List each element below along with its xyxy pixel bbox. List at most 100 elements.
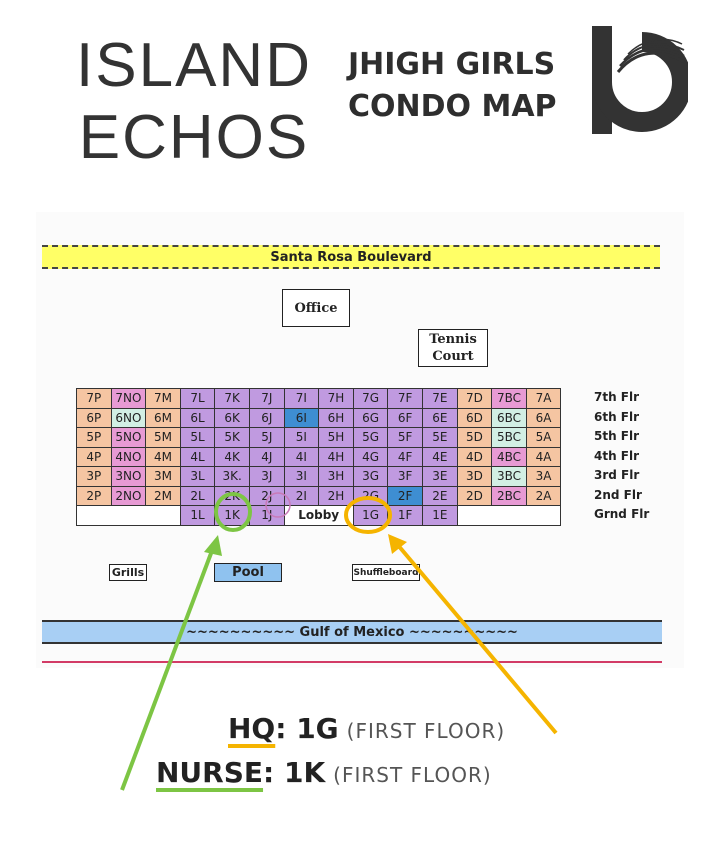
floor-label: Grnd Flr <box>594 507 650 521</box>
floor-label: 6th Flr <box>594 409 640 424</box>
grills-area: Grills <box>109 564 147 581</box>
unit-4m: 4M <box>145 446 181 467</box>
tennis-label-line-1: Tennis <box>429 332 477 347</box>
unit-3bc: 3BC <box>491 466 527 487</box>
unit-6bc: 6BC <box>491 407 527 428</box>
unit-3l: 3L <box>179 466 216 487</box>
unit-2f: 2F <box>387 485 423 506</box>
unit-3no: 3NO <box>110 466 147 487</box>
unit-6a: 6A <box>525 407 562 428</box>
unit-1l: 1L <box>179 505 216 526</box>
tennis-court: Tennis Court <box>418 329 488 367</box>
tennis-label-line-2: Court <box>432 349 474 364</box>
floor-label: 7th Flr <box>594 390 640 404</box>
ground-empty-right <box>456 505 562 526</box>
unit-7a: 7A <box>525 388 562 409</box>
unit-7no: 7NO <box>110 388 147 409</box>
map-title: JHIGH GIRLS CONDO MAP <box>348 44 557 128</box>
unit-6m: 6M <box>145 407 181 428</box>
unit-2j: 2J <box>249 485 285 506</box>
unit-4h: 4H <box>318 446 354 467</box>
unit-4p: 4P <box>76 446 112 467</box>
unit-5p: 5P <box>76 427 112 448</box>
unit-3j: 3J <box>249 466 285 487</box>
unit-4no: 4NO <box>110 446 147 467</box>
brand-logo-icon <box>592 26 688 134</box>
unit-3e: 3E <box>422 466 458 487</box>
unit-5m: 5M <box>145 427 181 448</box>
unit-1g: 1G <box>352 505 389 526</box>
map-title-line-2: CONDO MAP <box>348 89 557 124</box>
unit-4k: 4K <box>214 446 250 467</box>
unit-5a: 5A <box>525 427 562 448</box>
floor-label: 5th Flr <box>594 429 640 443</box>
unit-5h: 5H <box>318 427 354 448</box>
unit-7f: 7F <box>387 388 423 409</box>
unit-1k: 1K <box>214 505 250 526</box>
hq-value: : 1G <box>275 712 339 745</box>
floor-label: 2nd Flr <box>594 487 642 502</box>
unit-5l: 5L <box>179 427 216 448</box>
unit-7k: 7K <box>214 388 250 409</box>
unit-5j: 5J <box>249 427 285 448</box>
floor-label: 3rd Flr <box>594 468 640 482</box>
grills-label: Grills <box>111 566 145 579</box>
unit-2h: 2H <box>318 485 354 506</box>
unit-6g: 6G <box>352 407 389 428</box>
nurse-note: (FIRST FLOOR) <box>333 763 492 787</box>
pool-label: Pool <box>232 565 264 580</box>
shuffleboard-label: Shuffleboard <box>353 567 419 578</box>
unit-6f: 6F <box>387 407 423 428</box>
hq-legend: HQ: 1G(FIRST FLOOR) <box>228 712 505 745</box>
unit-3d: 3D <box>456 466 493 487</box>
unit-7g: 7G <box>352 388 389 409</box>
unit-5g: 5G <box>352 427 389 448</box>
unit-1f: 1F <box>387 505 423 526</box>
unit-6h: 6H <box>318 407 354 428</box>
unit-6i: 6I <box>283 407 320 428</box>
unit-2e: 2E <box>422 485 458 506</box>
shuffleboard-area: Shuffleboard <box>352 564 420 581</box>
office-label: Office <box>294 300 338 316</box>
unit-5k: 5K <box>214 427 250 448</box>
hq-label: HQ <box>228 712 276 745</box>
unit-6p: 6P <box>76 407 112 428</box>
floor-label: 4th Flr <box>594 448 640 463</box>
unit-3f: 3F <box>387 466 423 487</box>
brand-line-2: ECHOS <box>78 103 310 172</box>
unit-4bc: 4BC <box>491 446 527 467</box>
unit-7bc: 7BC <box>491 388 527 409</box>
gulf-of-mexico: ~~~~~~~~~~ Gulf of Mexico ~~~~~~~~~~ <box>42 620 662 644</box>
unit-4j: 4J <box>249 446 285 467</box>
unit-2m: 2M <box>145 485 181 506</box>
unit-2no: 2NO <box>110 485 147 506</box>
unit-6j: 6J <box>249 407 285 428</box>
unit-4d: 4D <box>456 446 493 467</box>
unit-7e: 7E <box>422 388 458 409</box>
office-building: Office <box>282 289 350 327</box>
unit-6no: 6NO <box>110 407 147 428</box>
nurse-legend: NURSE: 1K(FIRST FLOOR) <box>156 756 492 789</box>
unit-3a: 3A <box>525 466 562 487</box>
pool: Pool <box>214 563 282 582</box>
unit-7m: 7M <box>145 388 181 409</box>
unit-2g: 2G <box>352 485 389 506</box>
unit-5f: 5F <box>387 427 423 448</box>
unit-7h: 7H <box>318 388 354 409</box>
unit-2bc: 2BC <box>491 485 527 506</box>
shoreline <box>42 661 662 663</box>
map-title-line-1: JHIGH GIRLS <box>348 47 556 82</box>
unit-2l: 2L <box>179 485 216 506</box>
unit-7p: 7P <box>76 388 112 409</box>
nurse-label: NURSE <box>156 756 264 789</box>
unit-7i: 7I <box>283 388 320 409</box>
unit-6k: 6K <box>214 407 250 428</box>
unit-4i: 4I <box>283 446 320 467</box>
unit-4f: 4F <box>387 446 423 467</box>
unit-7j: 7J <box>249 388 285 409</box>
unit-7l: 7L <box>179 388 216 409</box>
lobby: Lobby <box>283 505 354 526</box>
ground-empty-left <box>76 505 181 526</box>
unit-4a: 4A <box>525 446 562 467</box>
unit-3m: 3M <box>145 466 181 487</box>
